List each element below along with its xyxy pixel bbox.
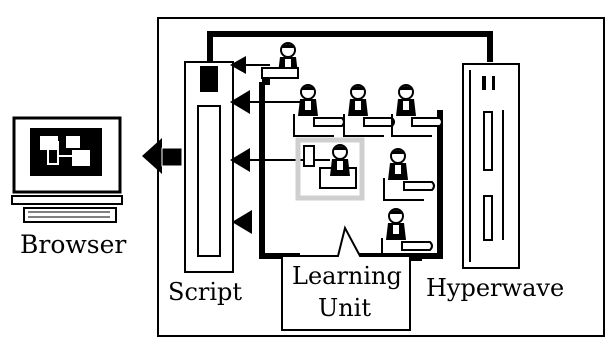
- script-arrows: [230, 56, 330, 234]
- script-label: Script: [168, 278, 243, 306]
- browser-label: Browser: [20, 230, 127, 259]
- learning-unit-label-line1: Learning: [292, 262, 402, 290]
- learning-unit-label-line2: Unit: [318, 294, 372, 322]
- person-at-desk-icon: [261, 42, 443, 261]
- hyperwave-label: Hyperwave: [426, 274, 565, 302]
- script-to-browser-arrow: [142, 138, 183, 174]
- learning-unit-callout: [281, 225, 411, 331]
- computer-monitor-icon: [11, 116, 123, 223]
- selected-author: [295, 137, 365, 201]
- hyperwave-link-top: [207, 31, 493, 72]
- tower-server-icon: [462, 63, 520, 269]
- script-panel: [184, 61, 234, 273]
